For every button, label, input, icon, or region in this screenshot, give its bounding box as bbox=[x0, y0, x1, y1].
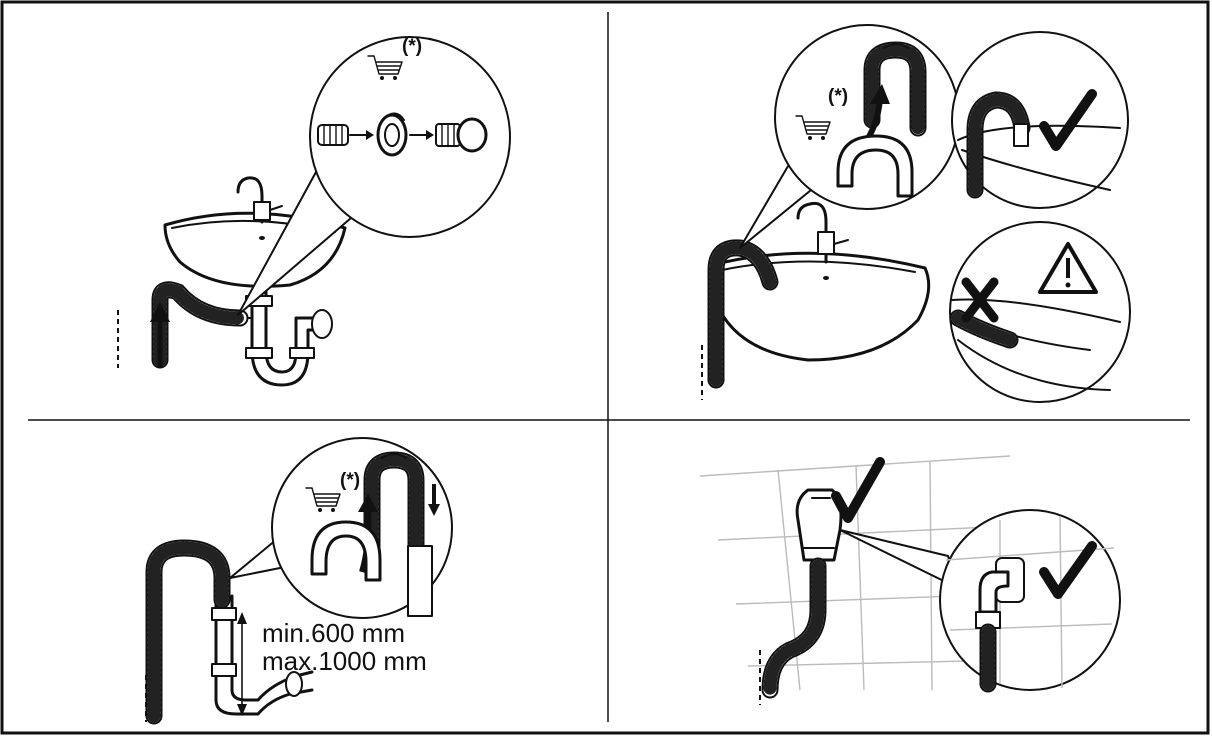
faucet bbox=[236, 176, 283, 224]
zoom-circle-correct bbox=[951, 31, 1129, 209]
checkmark-icon bbox=[1039, 541, 1097, 599]
standpipe bbox=[211, 594, 314, 716]
arrow-up-icon bbox=[150, 302, 170, 368]
panel-sink-drain-connection: (*) bbox=[117, 36, 511, 387]
hose-guide-with-hose bbox=[863, 41, 927, 137]
checkmark-icon bbox=[831, 457, 885, 523]
max-height-label: max.1000 mm bbox=[262, 646, 427, 676]
checkmark-icon bbox=[1039, 89, 1097, 151]
zoom-circle-wrong bbox=[949, 221, 1131, 403]
zoom-circle bbox=[939, 509, 1121, 691]
shopping-cart-icon bbox=[795, 115, 831, 140]
hose-adapter-parts bbox=[317, 112, 488, 157]
hose-in-sink-wrong bbox=[949, 298, 1121, 391]
panel-wall-drain-connection bbox=[699, 455, 1121, 705]
note-mark: (*) bbox=[340, 470, 360, 491]
sink-edge-correct bbox=[957, 91, 1121, 199]
panel-standpipe-height: min.600 mm max.1000 mm (*) bbox=[145, 437, 453, 725]
note-mark: (*) bbox=[828, 86, 848, 107]
standpipe-detail bbox=[407, 545, 433, 617]
wall-outlet-detail bbox=[945, 515, 1115, 693]
panel-hose-over-sink-edge: (*) bbox=[701, 24, 1131, 403]
arrow-down-icon bbox=[428, 484, 440, 516]
zoom-circle bbox=[309, 36, 511, 238]
min-height-label: min.600 mm bbox=[262, 618, 405, 648]
shopping-cart-icon bbox=[367, 55, 403, 80]
faucet bbox=[796, 201, 849, 264]
siphon-trap bbox=[233, 290, 333, 387]
warning-icon bbox=[1038, 242, 1098, 294]
hose-guide bbox=[310, 520, 382, 582]
cross-icon bbox=[961, 277, 999, 323]
shopping-cart-icon bbox=[305, 487, 341, 512]
height-dimension bbox=[237, 612, 247, 716]
note-mark: (*) bbox=[402, 36, 422, 57]
hose-guide bbox=[836, 134, 914, 198]
hose-guide-with-hose bbox=[363, 451, 425, 569]
